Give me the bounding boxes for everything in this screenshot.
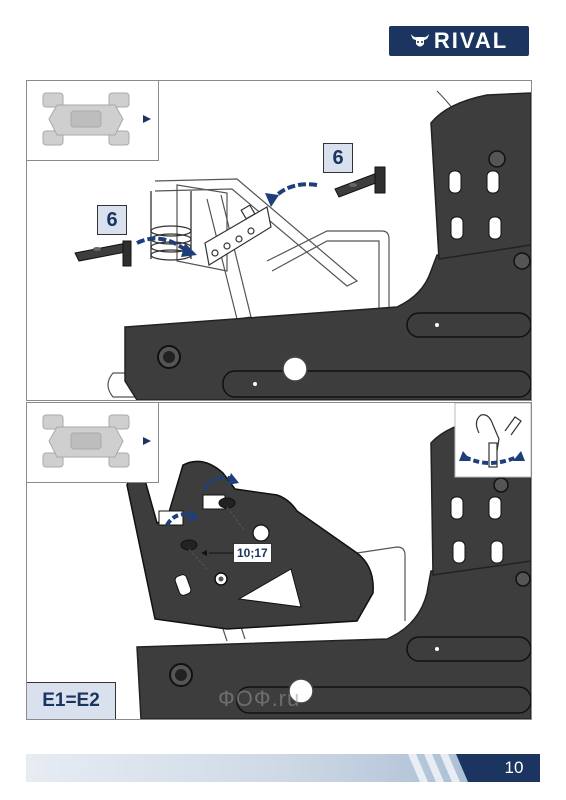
insert-arrow-right [271,182,318,201]
clip-part-right [334,166,386,198]
skid-plate-main [124,240,531,400]
insert-arrow-left [136,236,189,253]
side-plate-right [430,92,531,260]
direction-arrow-icon [143,437,151,445]
reference-label: E1=E2 [27,682,116,719]
footer-bar [26,754,486,782]
step-2-illustration [126,403,531,719]
bull-head-icon [410,34,429,47]
clip-part-left [74,240,132,267]
frame-bracket [204,204,272,266]
footer-stripes [408,754,488,782]
direction-arrow-icon [143,115,151,123]
brand-logo: RIVAL [389,26,529,56]
atv-location-thumbnail [27,81,159,161]
atv-top-view-icon [42,92,151,146]
bolt-size-callout: 10;17 [233,543,272,563]
part-number-label-left: 6 [97,205,127,235]
skid-plate-main [136,558,531,719]
watermark: ФОФ.ru [218,686,301,711]
step-panel-2: 10;17 E1=E2 [26,402,532,720]
part-number-label-right: 6 [323,143,353,173]
page-number: 10 [488,754,540,782]
atv-top-view-icon [42,414,151,468]
hand-tool-icon [454,403,531,478]
step-panel-1: 6 6 [26,80,532,401]
brand-name: RIVAL [433,28,509,53]
step-1-illustration [74,90,531,400]
guard-plate [126,452,374,630]
atv-location-thumbnail [27,403,159,483]
